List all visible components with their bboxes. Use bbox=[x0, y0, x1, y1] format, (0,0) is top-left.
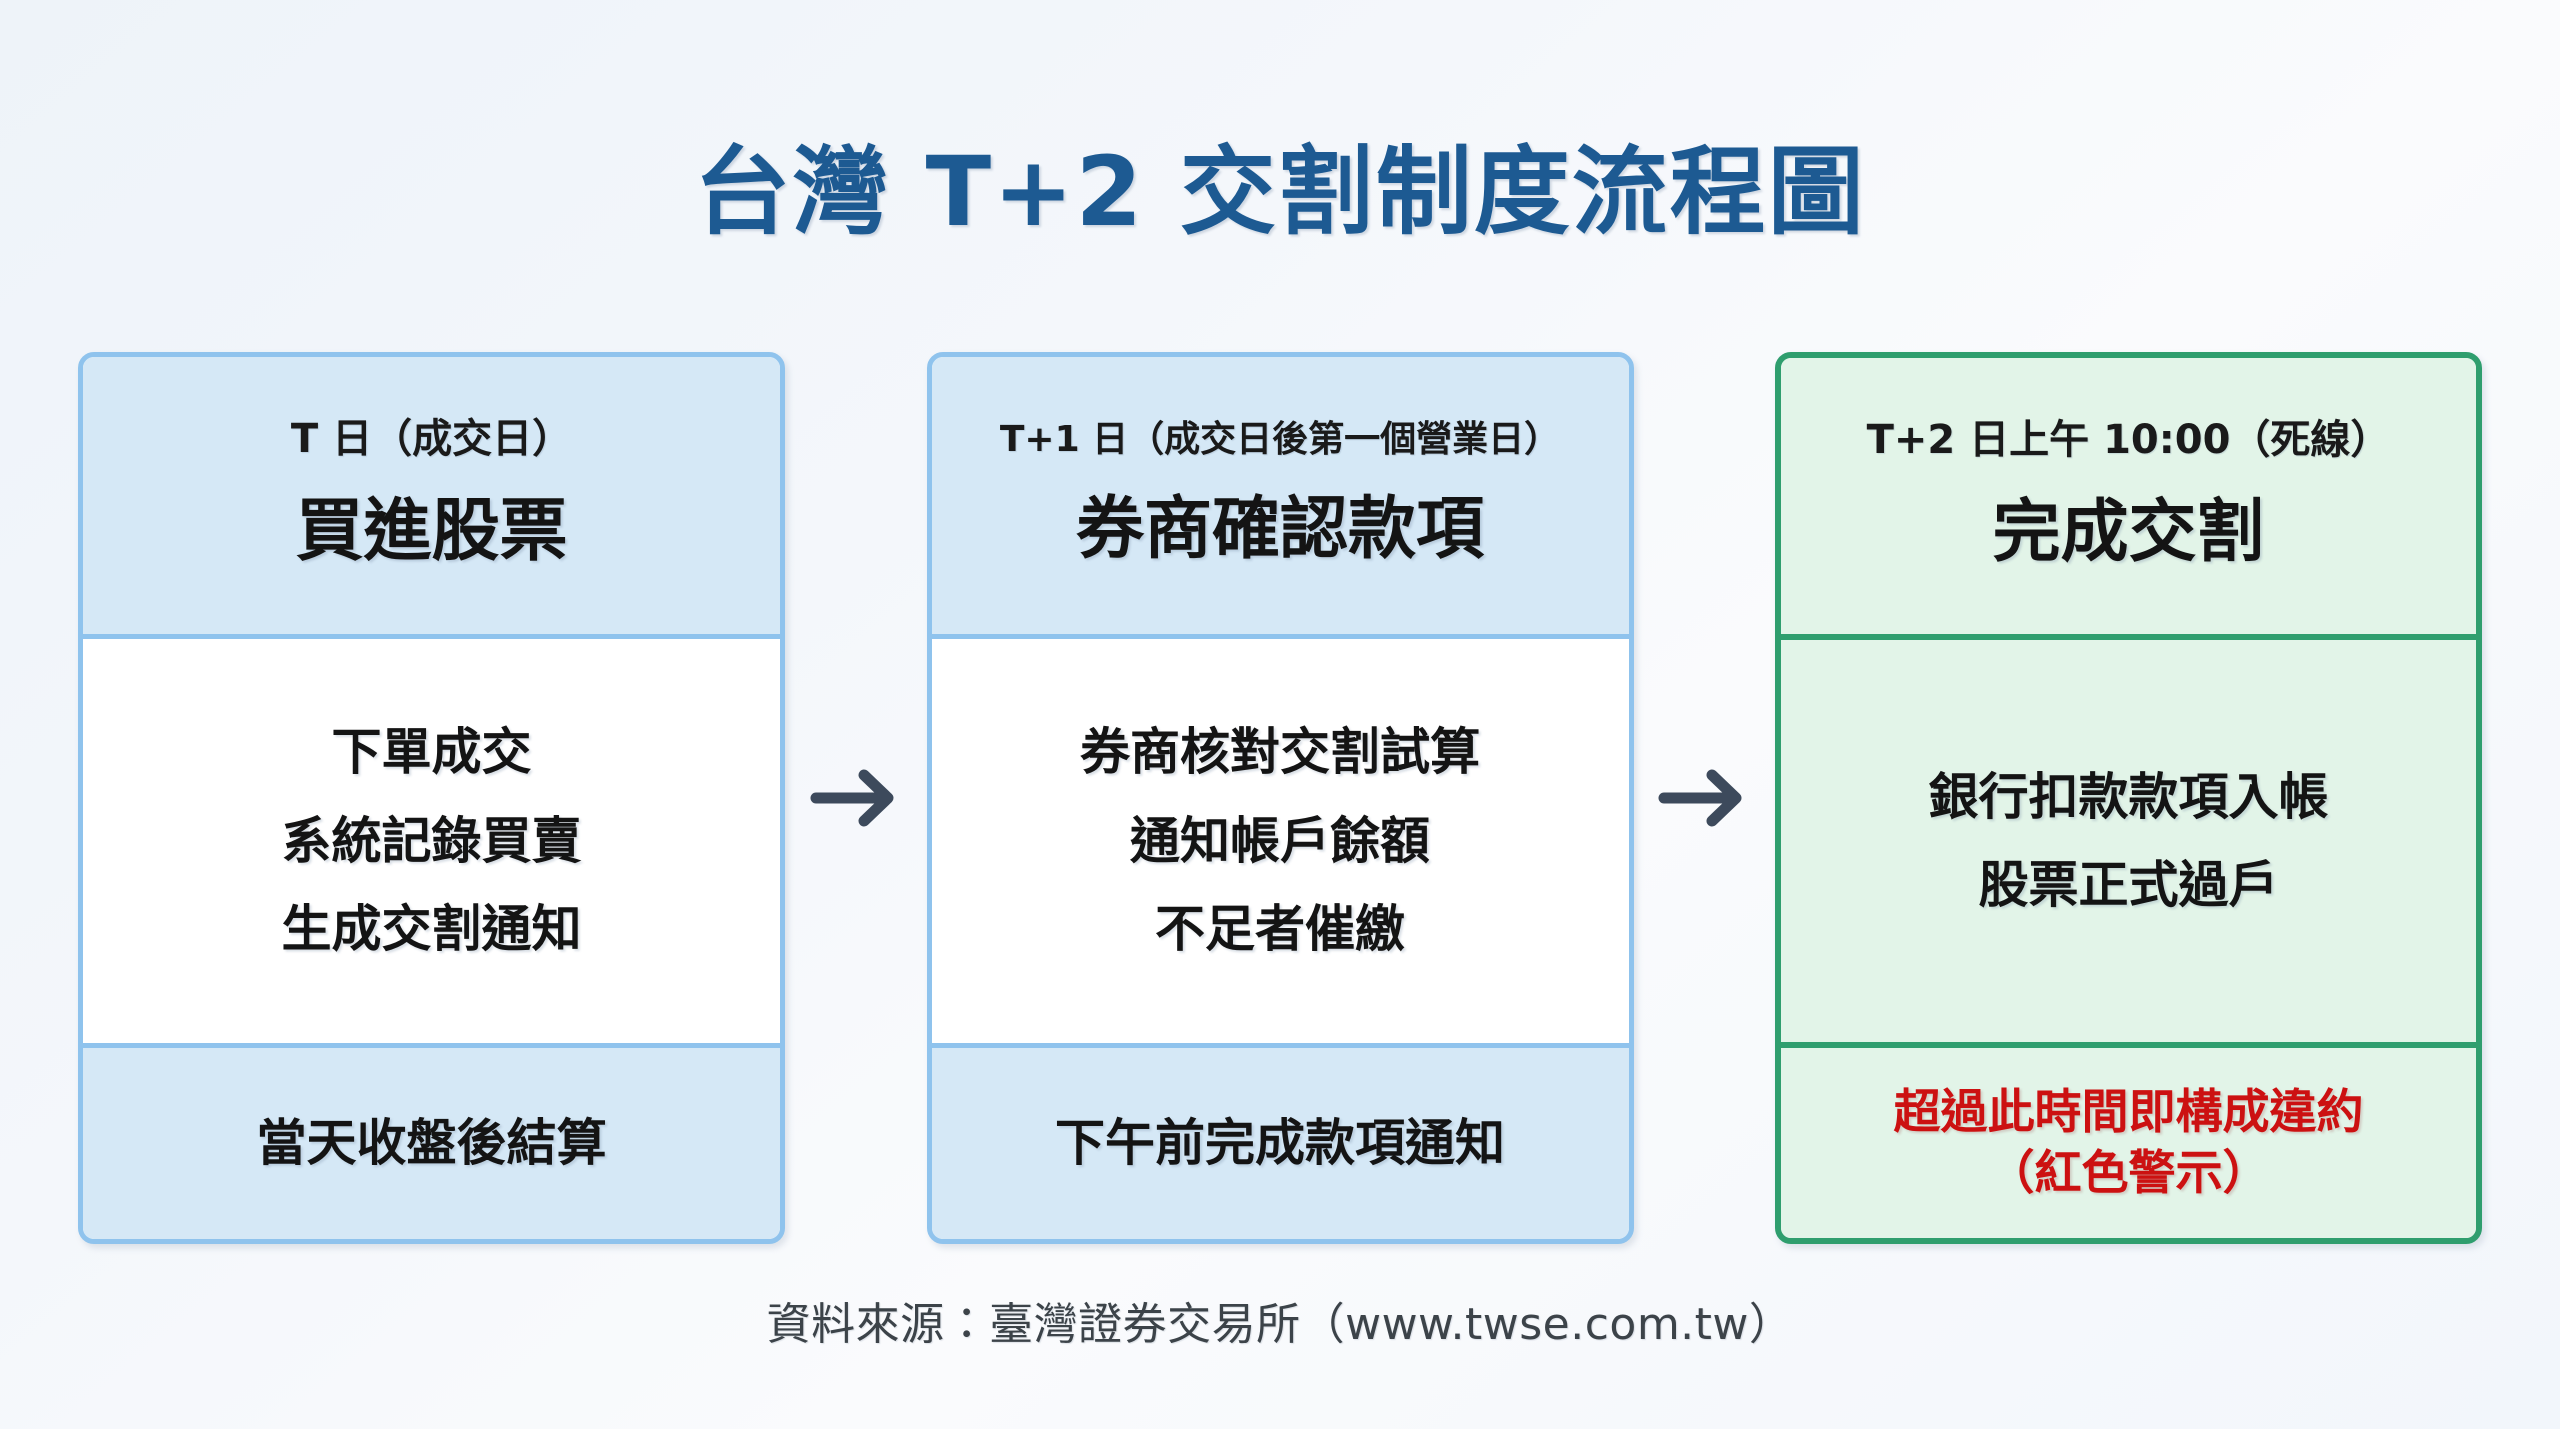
step-body-t-plus-1: 券商核對交割試算 通知帳戶餘額 不足者催繳 bbox=[931, 639, 1629, 1043]
step-body-line: 系統記錄買賣 bbox=[281, 811, 582, 870]
step-body-line: 股票正式過戶 bbox=[1978, 856, 2279, 914]
step-body-line: 通知帳戶餘額 bbox=[1130, 811, 1430, 870]
step-heading-t: 買進股票 bbox=[295, 492, 568, 572]
arrow-right-icon bbox=[1656, 766, 1752, 830]
step-body-line: 券商核對交割試算 bbox=[1080, 723, 1480, 782]
step-date-label-t-plus-2: T+2 日上午 10:00（死線） bbox=[1866, 416, 2391, 463]
source-attribution: 資料來源：臺灣證券交易所（www.twse.com.tw） bbox=[766, 1299, 1794, 1350]
step-header-t-plus-1: T+1 日（成交日後第一個營業日） 券商確認款項 bbox=[931, 357, 1629, 639]
step-footer-t: 當天收盤後結算 bbox=[83, 1043, 780, 1239]
flow-step-card-t-plus-2: T+2 日上午 10:00（死線） 完成交割 銀行扣款款項入帳 股票正式過戶 超… bbox=[1775, 352, 2482, 1244]
source-container: 資料來源：臺灣證券交易所（www.twse.com.tw） bbox=[0, 1288, 2560, 1352]
step-header-t: T 日（成交日） 買進股票 bbox=[83, 357, 780, 639]
step-header-t-plus-2: T+2 日上午 10:00（死線） 完成交割 bbox=[1781, 358, 2476, 640]
step-body-t-plus-2: 銀行扣款款項入帳 股票正式過戶 bbox=[1781, 640, 2476, 1042]
step-body-line: 不足者催繳 bbox=[1155, 900, 1405, 959]
step-heading-t-plus-2: 完成交割 bbox=[1992, 492, 2265, 572]
step-date-label-t: T 日（成交日） bbox=[290, 416, 573, 463]
step-body-line: 銀行扣款款項入帳 bbox=[1928, 767, 2329, 826]
step-heading-t-plus-1: 券商確認款項 bbox=[1075, 490, 1484, 569]
flow-step-card-t: T 日（成交日） 買進股票 下單成交 系統記錄買賣 生成交割通知 當天收盤後結算 bbox=[78, 352, 785, 1244]
arrow-right-icon bbox=[808, 766, 904, 830]
step-body-t: 下單成交 系統記錄買賣 生成交割通知 bbox=[83, 639, 780, 1043]
flow-arrow-2 bbox=[1637, 352, 1771, 1244]
step-footer-line: 下午前完成款項通知 bbox=[1055, 1114, 1505, 1172]
deadline-warning-line: 超過此時間即構成違約 bbox=[1893, 1084, 2364, 1140]
page-title: 台灣 T+2 交割制度流程圖 bbox=[694, 136, 1866, 249]
flow-arrow-1 bbox=[789, 352, 923, 1244]
deadline-warning-line: （紅色警示） bbox=[1987, 1146, 2270, 1201]
step-footer-line: 當天收盤後結算 bbox=[256, 1114, 607, 1172]
step-footer-t-plus-2: 超過此時間即構成違約 （紅色警示） bbox=[1781, 1042, 2476, 1238]
step-body-line: 下單成交 bbox=[331, 723, 532, 782]
flow-step-card-t-plus-1: T+1 日（成交日後第一個營業日） 券商確認款項 券商核對交割試算 通知帳戶餘額… bbox=[926, 352, 1634, 1244]
flow-steps-container: T 日（成交日） 買進股票 下單成交 系統記錄買賣 生成交割通知 當天收盤後結算 bbox=[78, 352, 2482, 1252]
step-body-line: 生成交割通知 bbox=[281, 900, 582, 959]
step-date-label-t-plus-1: T+1 日（成交日後第一個營業日） bbox=[999, 418, 1561, 460]
step-footer-t-plus-1: 下午前完成款項通知 bbox=[931, 1043, 1629, 1239]
page-title-container: 台灣 T+2 交割制度流程圖 bbox=[0, 78, 2560, 307]
